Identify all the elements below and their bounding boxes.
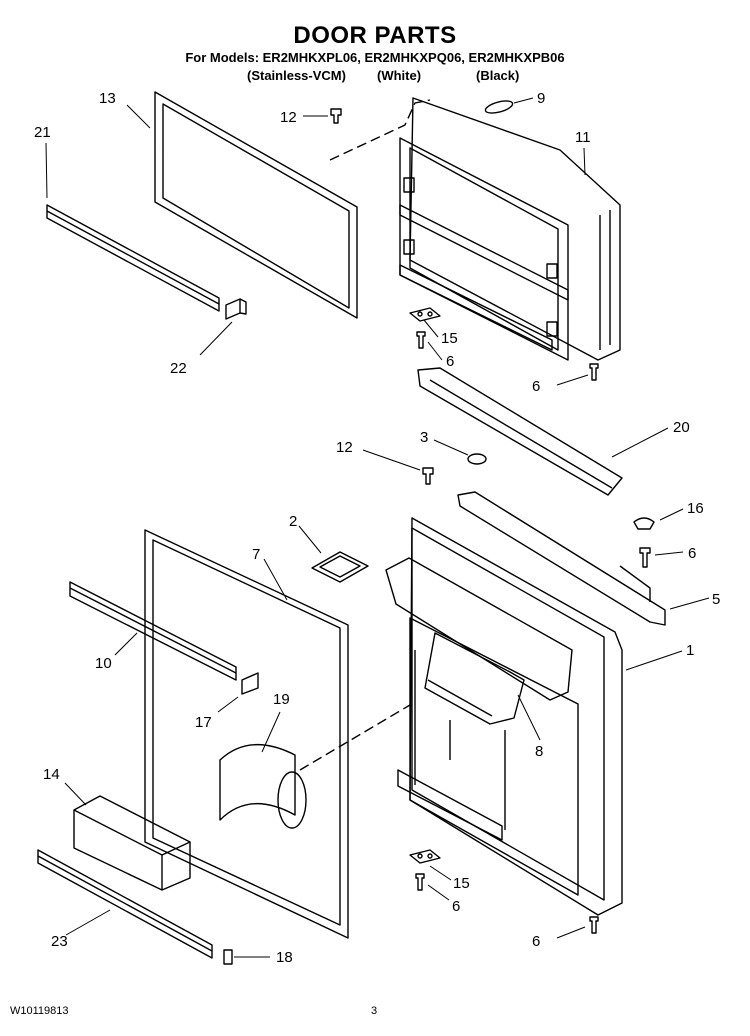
screw-upper-left (416, 331, 426, 349)
screw-lower-left (415, 873, 425, 891)
callout-20: 20 (673, 419, 690, 436)
screw-upper-right (589, 363, 599, 381)
variant-white: (White) (377, 68, 422, 83)
callout-5: 5 (712, 591, 720, 608)
callout-6: 6 (532, 933, 540, 950)
callout-2: 2 (289, 513, 297, 530)
callout-17: 17 (195, 714, 212, 731)
callout-16: 16 (687, 500, 704, 517)
alignment-line-lower (299, 704, 411, 771)
freezer-gasket (154, 91, 358, 319)
freezer-door (399, 97, 621, 361)
hinge-pin-upper (330, 108, 342, 124)
freezer-trim-clip (225, 298, 247, 320)
callout-7: 7 (252, 546, 260, 563)
center-hinge-bracket (457, 491, 666, 626)
dairy-bin (424, 632, 525, 725)
door-bar (69, 581, 237, 681)
callout-19: 19 (273, 691, 290, 708)
models-line: For Models: ER2MHKXPL06, ER2MHKXPQ06, ER… (185, 50, 565, 65)
hinge-upper (409, 307, 441, 322)
plug (467, 453, 487, 465)
fresh-food-gasket (144, 529, 349, 939)
leader-lines (45, 97, 710, 958)
callout-21: 21 (34, 124, 51, 141)
callout-8: 8 (535, 743, 543, 760)
callout-12: 12 (336, 439, 353, 456)
callout-23: 23 (51, 933, 68, 950)
callout-6: 6 (446, 353, 454, 370)
hinge-pin-lower (422, 467, 434, 485)
callout-9: 9 (537, 90, 545, 107)
logo-badge (484, 100, 514, 114)
callout-6: 6 (532, 378, 540, 395)
document-number: W10119813 (10, 1005, 69, 1017)
callout-11: 11 (575, 129, 591, 146)
alignment-line-upper (329, 99, 431, 161)
screw-lower-right (589, 916, 599, 934)
callout-3: 3 (420, 429, 428, 446)
callout-22: 22 (170, 360, 187, 377)
door-bar-clip (241, 672, 259, 695)
variant-stainless: (Stainless-VCM) (247, 68, 346, 83)
screw-center-hinge (639, 547, 651, 568)
spacer (311, 551, 369, 583)
fresh-food-door (385, 517, 623, 916)
page-title: DOOR PARTS (293, 22, 457, 49)
callout-10: 10 (95, 655, 112, 672)
hinge-lower (409, 849, 441, 864)
freezer-trim (46, 204, 220, 312)
callout-6: 6 (452, 898, 460, 915)
door-bin (73, 795, 191, 891)
page-number: 3 (371, 1005, 378, 1017)
callout-14: 14 (43, 766, 60, 783)
callout-18: 18 (276, 949, 293, 966)
callout-12: 12 (280, 109, 297, 126)
lower-trim-clip (223, 949, 233, 965)
lower-trim (37, 849, 213, 959)
variant-black: (Black) (476, 68, 520, 83)
can-holder (219, 744, 307, 829)
callout-6: 6 (688, 545, 696, 562)
callout-1: 1 (686, 642, 694, 659)
callout-13: 13 (99, 90, 116, 107)
cap (633, 517, 655, 530)
callout-15: 15 (453, 875, 470, 892)
callout-15: 15 (441, 330, 458, 347)
callout-labels: 13 12 9 21 11 22 15 6 6 20 12 3 16 2 7 6… (34, 90, 720, 966)
handle-trim (417, 367, 623, 496)
